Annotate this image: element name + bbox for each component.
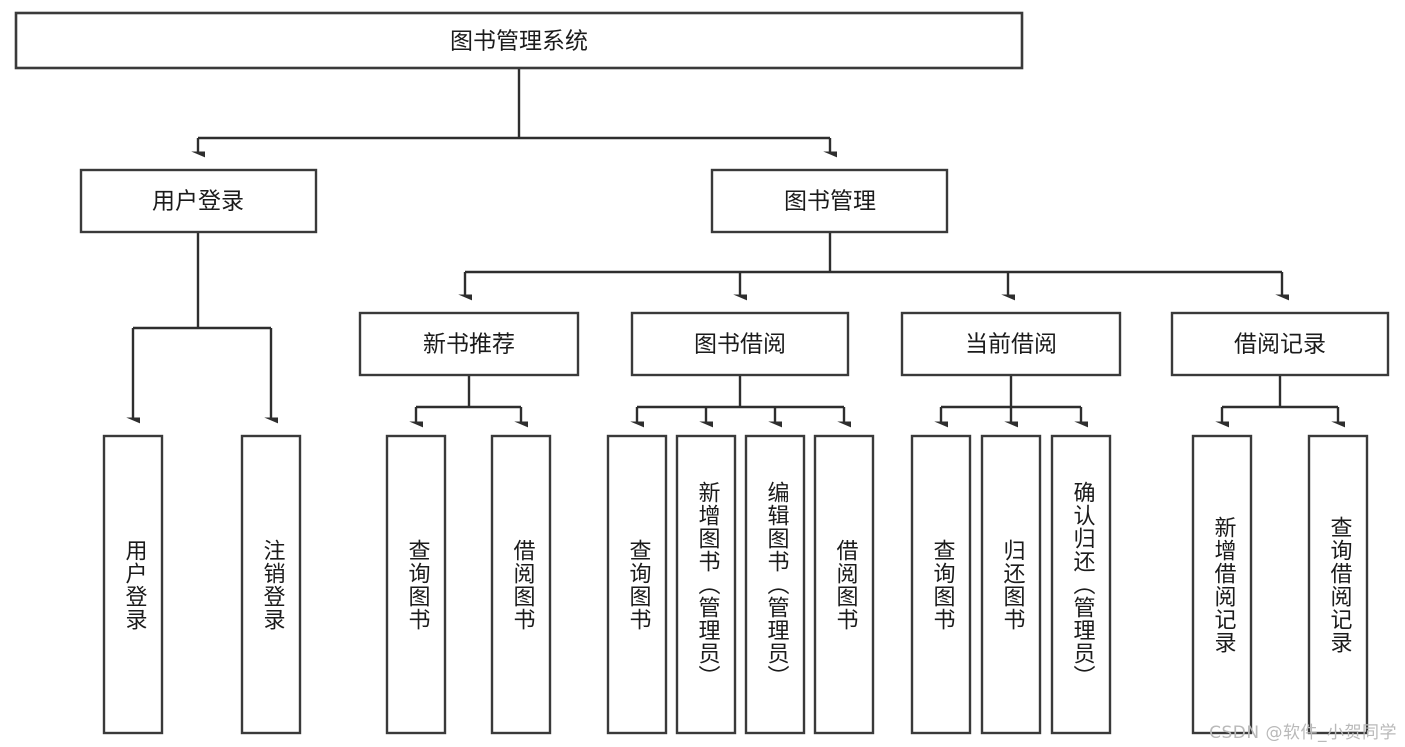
- node-book-management[interactable]: 图书管理: [710, 168, 949, 234]
- node-root[interactable]: 图书管理系统: [14, 11, 1024, 70]
- connector-group-bookmgmt-to-level3: [465, 232, 1282, 295]
- leaf-box-add-record[interactable]: [1191, 434, 1253, 735]
- leaf-box-group: [102, 434, 1369, 735]
- leaf-box-query-book-3[interactable]: [910, 434, 972, 735]
- leaf-box-borrow-book-1[interactable]: [490, 434, 552, 735]
- leaf-box-user-login[interactable]: [102, 434, 164, 735]
- node-current-borrow-label: 当前借阅: [965, 332, 1057, 358]
- csdn-watermark: CSDN @软件_小贺同学: [1209, 723, 1397, 743]
- leaf-box-add-book-admin[interactable]: [675, 434, 737, 735]
- connector-group-root-to-level2: [198, 68, 830, 152]
- connector-group-borrow-to-leaves: [637, 375, 844, 422]
- leaf-box-edit-book-admin[interactable]: [744, 434, 806, 735]
- connector-group-newbook-to-leaves: [416, 375, 521, 422]
- node-user-login[interactable]: 用户登录: [79, 168, 318, 234]
- leaf-box-return-book[interactable]: [980, 434, 1042, 735]
- leaf-box-borrow-book-2[interactable]: [813, 434, 875, 735]
- node-root-label: 图书管理系统: [450, 29, 588, 55]
- leaf-box-logout[interactable]: [240, 434, 302, 735]
- node-book-borrow[interactable]: 图书借阅: [630, 311, 850, 377]
- connector-group-current-to-leaves: [941, 375, 1081, 422]
- node-book-management-label: 图书管理: [784, 189, 876, 215]
- node-borrow-records[interactable]: 借阅记录: [1170, 311, 1390, 377]
- node-book-borrow-label: 图书借阅: [694, 332, 786, 358]
- leaf-box-query-book-2[interactable]: [606, 434, 668, 735]
- connector-group-userlogin-to-leaves: [133, 232, 271, 418]
- node-new-book-recommend[interactable]: 新书推荐: [358, 311, 580, 377]
- node-new-book-recommend-label: 新书推荐: [423, 332, 515, 358]
- node-borrow-records-label: 借阅记录: [1234, 332, 1326, 358]
- leaf-box-confirm-return[interactable]: [1050, 434, 1112, 735]
- leaf-box-query-record[interactable]: [1307, 434, 1369, 735]
- leaf-box-query-book-1[interactable]: [385, 434, 447, 735]
- connector-group-records-to-leaves: [1222, 375, 1338, 422]
- node-user-login-label: 用户登录: [152, 189, 244, 215]
- node-current-borrow[interactable]: 当前借阅: [900, 311, 1122, 377]
